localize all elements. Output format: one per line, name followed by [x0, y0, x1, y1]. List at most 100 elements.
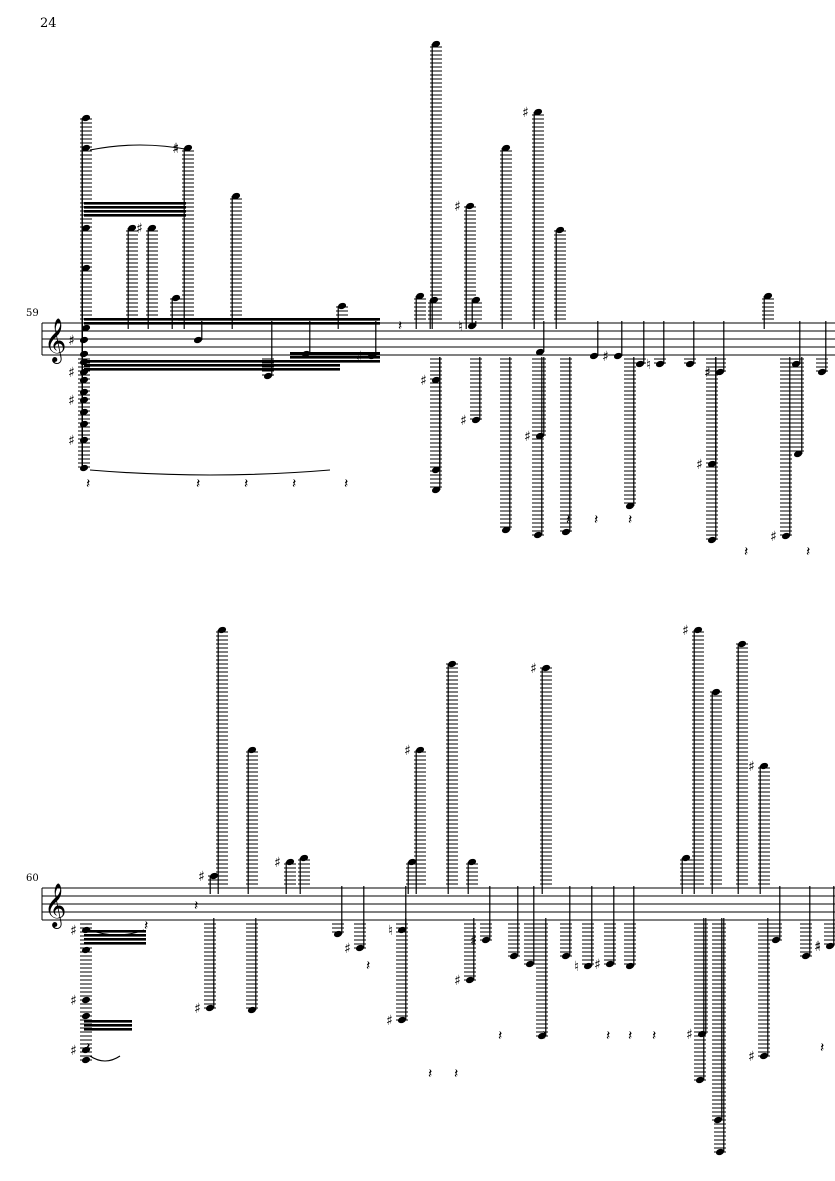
sharp-icon: ♯ [68, 433, 75, 449]
notehead [193, 336, 203, 344]
notehead [625, 962, 635, 970]
quarter-rest-icon: 𝄽 [292, 476, 296, 492]
measure-number-59: 59 [26, 308, 39, 319]
notehead [759, 762, 769, 770]
notehead [79, 336, 89, 344]
notehead [711, 688, 721, 696]
sharp-icon: ♯ [704, 365, 711, 381]
quarter-rest-icon: 𝄽 [628, 1028, 632, 1044]
notehead [431, 40, 441, 48]
sharp-icon: ♯ [814, 939, 821, 955]
quarter-rest-icon: 𝄽 [344, 476, 348, 492]
notehead [355, 944, 365, 952]
notehead [81, 946, 91, 954]
sharp-icon: ♯ [686, 1027, 693, 1043]
beam [84, 1020, 132, 1023]
notehead [81, 1056, 91, 1064]
notehead [793, 450, 803, 458]
notehead [217, 626, 227, 634]
notehead [771, 936, 781, 944]
sharp-icon: ♯ [524, 429, 531, 445]
quarter-rest-icon: 𝄽 [144, 918, 148, 934]
sharp-icon: ♯ [68, 333, 75, 349]
tie [89, 144, 191, 151]
beam [290, 360, 380, 363]
notehead [759, 1052, 769, 1060]
notehead [561, 528, 571, 536]
notehead [285, 858, 295, 866]
notehead [791, 360, 801, 368]
sharp-icon: ♯ [136, 221, 143, 237]
quarter-rest-icon: 𝄽 [606, 1028, 610, 1044]
quarter-rest-icon: 𝄽 [594, 512, 598, 528]
sharp-icon: ♯ [70, 923, 77, 939]
notehead [263, 372, 273, 380]
notehead [625, 502, 635, 510]
beam [84, 206, 186, 209]
sharp-icon: ♯ [404, 743, 411, 759]
notehead [707, 460, 717, 468]
notehead [205, 1004, 215, 1012]
notehead [431, 486, 441, 494]
beam [290, 356, 380, 359]
notehead [465, 976, 475, 984]
sharp-icon: ♯ [68, 393, 75, 409]
tie [89, 1055, 121, 1062]
sharp-icon: ♯ [68, 365, 75, 381]
quarter-rest-icon: 𝄽 [194, 898, 198, 914]
natural-icon: ♮ [458, 319, 463, 335]
sharp-icon: ♯ [454, 199, 461, 215]
tie [89, 469, 331, 476]
notehead [79, 436, 89, 444]
sharp-icon: ♯ [420, 373, 427, 389]
notehead [183, 144, 193, 152]
beam [84, 368, 340, 371]
notehead [79, 376, 89, 384]
notehead [825, 942, 835, 950]
natural-icon: ♮ [174, 141, 179, 157]
notehead [501, 526, 511, 534]
notehead [81, 114, 91, 122]
notehead [763, 292, 773, 300]
notehead [465, 202, 475, 210]
natural-icon: ♮ [816, 939, 821, 955]
natural-icon: ♮ [574, 959, 579, 975]
notehead [541, 664, 551, 672]
beam [290, 352, 380, 355]
notehead [79, 464, 89, 472]
beam [84, 1028, 132, 1031]
notehead [247, 746, 257, 754]
beam [84, 360, 340, 363]
beam [84, 938, 146, 941]
notehead [715, 368, 725, 376]
sharp-icon: ♯ [172, 141, 179, 157]
sharp-icon: ♯ [522, 105, 529, 121]
sharp-icon: ♯ [594, 957, 601, 973]
quarter-rest-icon: 𝄽 [398, 318, 402, 334]
treble-clef-icon: 𝄞 [44, 318, 66, 364]
notehead [533, 531, 543, 539]
quarter-rest-icon: 𝄽 [628, 512, 632, 528]
natural-icon: ♮ [388, 923, 393, 939]
notehead [501, 144, 511, 152]
sharp-icon: ♯ [770, 529, 777, 545]
notehead [715, 1148, 725, 1156]
beam [84, 942, 146, 945]
notehead [127, 224, 137, 232]
sharp-icon: ♯ [682, 623, 689, 639]
notehead [695, 1076, 705, 1084]
notehead [81, 264, 91, 272]
notehead [79, 408, 89, 416]
quarter-rest-icon: 𝄽 [806, 544, 810, 560]
beam [84, 1024, 132, 1027]
notehead [555, 226, 565, 234]
quarter-rest-icon: 𝄽 [428, 1066, 432, 1082]
notehead [737, 640, 747, 648]
notehead [697, 1030, 707, 1038]
sharp-icon: ♯ [748, 1049, 755, 1065]
notehead [471, 416, 481, 424]
beam [84, 202, 186, 205]
notehead [247, 1006, 257, 1014]
